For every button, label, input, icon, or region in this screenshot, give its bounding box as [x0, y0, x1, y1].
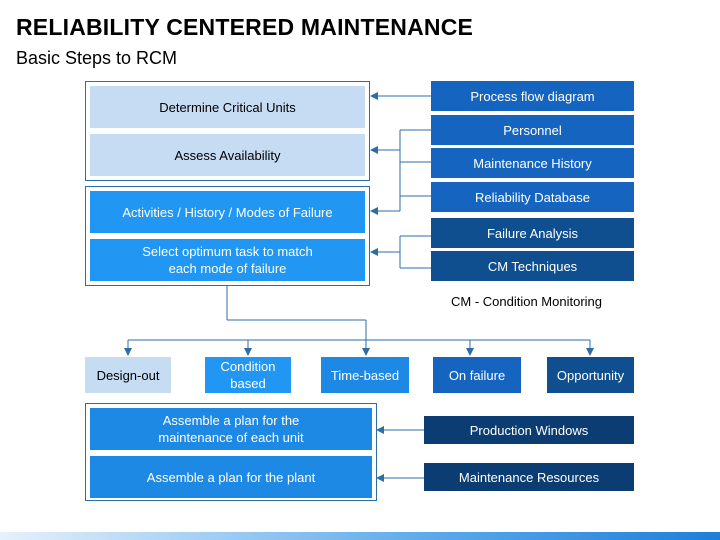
- input-label: Maintenance History: [473, 155, 592, 171]
- decorative-bottom-bar: [0, 532, 720, 540]
- input-reliability-database: Reliability Database: [431, 182, 634, 212]
- task-time-based: Time-based: [321, 357, 409, 393]
- page-subtitle: Basic Steps to RCM: [16, 48, 178, 68]
- plan-plant: Assemble a plan for the plant: [90, 456, 372, 498]
- input-label: Personnel: [503, 122, 562, 138]
- input-label: Reliability Database: [475, 189, 590, 205]
- input-failure-analysis: Failure Analysis: [431, 218, 634, 248]
- step-label: Determine Critical Units: [159, 99, 296, 115]
- cm-note: CM - Condition Monitoring: [451, 294, 603, 309]
- input-label: Failure Analysis: [486, 225, 579, 241]
- step-label: Select optimum task to match each mode o…: [142, 244, 313, 276]
- input-label: Maintenance Resources: [458, 469, 600, 485]
- task-label: Condition based: [220, 359, 276, 391]
- task-on-failure: On failure: [433, 357, 521, 393]
- step-label: Assess Availability: [174, 147, 281, 163]
- task-opportunity: Opportunity: [547, 357, 634, 393]
- step-activities-history-modes: Activities / History / Modes of Failure: [90, 191, 365, 233]
- input-maintenance-history: Maintenance History: [431, 148, 634, 178]
- step-group-critical: Determine Critical Units Assess Availabi…: [85, 81, 370, 181]
- plan-label: Assemble a plan for the plant: [146, 469, 316, 485]
- step-select-optimum-task: Select optimum task to match each mode o…: [90, 239, 365, 281]
- task-condition-based: Condition based: [205, 357, 291, 393]
- page-title: RELIABILITY CENTERED MAINTENANCE: [16, 14, 474, 40]
- task-label: Time-based: [330, 367, 400, 383]
- input-label: Process flow diagram: [470, 88, 595, 104]
- task-label: Design-out: [96, 367, 160, 383]
- task-label: Opportunity: [556, 367, 625, 383]
- step-label: Activities / History / Modes of Failure: [122, 204, 333, 220]
- input-personnel: Personnel: [431, 115, 634, 145]
- input-label: CM Techniques: [487, 258, 578, 274]
- input-maintenance-resources: Maintenance Resources: [424, 463, 634, 491]
- plan-group: Assemble a plan for the maintenance of e…: [85, 403, 377, 501]
- task-design-out: Design-out: [85, 357, 171, 393]
- plan-label: Assemble a plan for the maintenance of e…: [158, 413, 304, 445]
- input-process-flow-diagram: Process flow diagram: [431, 81, 634, 111]
- input-label: Production Windows: [469, 422, 589, 438]
- step-determine-critical-units: Determine Critical Units: [90, 86, 365, 128]
- step-assess-availability: Assess Availability: [90, 134, 365, 176]
- plan-each-unit: Assemble a plan for the maintenance of e…: [90, 408, 372, 450]
- input-cm-techniques: CM Techniques: [431, 251, 634, 281]
- input-production-windows: Production Windows: [424, 416, 634, 444]
- task-label: On failure: [448, 367, 506, 383]
- step-group-failure: Activities / History / Modes of Failure …: [85, 186, 370, 286]
